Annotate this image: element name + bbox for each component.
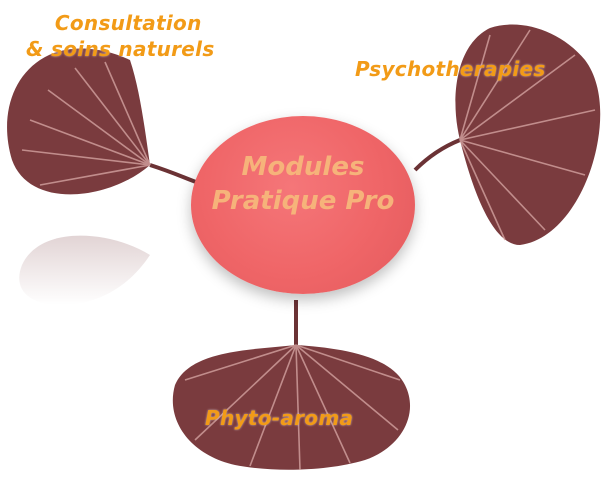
leaf-psychotherapies [455,24,601,245]
center-hub-line1: Modules [241,152,365,182]
stem-right [413,138,461,172]
leaf-consultation [7,48,151,195]
branch-consultation-line1: Consultation [54,11,202,35]
branch-consultation-line2: & soins naturels [26,37,215,61]
center-hub-line2: Pratique Pro [211,186,395,216]
branch-label-psychotherapies: Psychotherapies [355,56,546,82]
branch-label-consultation: Consultation & soins naturels [26,10,215,62]
center-hub-title: Modules Pratique Pro [191,150,415,218]
branch-psychotherapies-line1: Psychotherapies [355,57,546,81]
branch-label-phyto-aroma: Phyto-aroma [205,405,353,431]
center-hub [191,116,415,294]
stem-top-left [149,163,197,184]
branch-phyto-aroma-line1: Phyto-aroma [205,406,354,430]
leaf-phyto-aroma [172,344,411,471]
leaf-reflection [19,235,151,305]
